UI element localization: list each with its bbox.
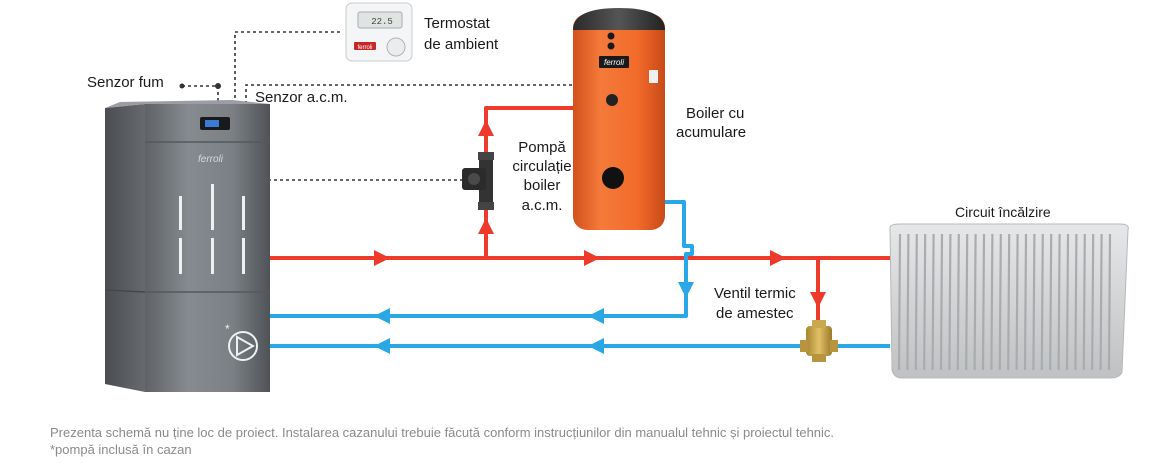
tank-body	[573, 14, 665, 230]
arrow-left-4	[588, 338, 604, 354]
arrow-left-2	[588, 308, 604, 324]
arrow-right-2	[584, 250, 600, 266]
tank-top-cap	[573, 8, 665, 30]
integrated-pump-icon	[228, 331, 258, 361]
radiator-fin	[1032, 233, 1036, 371]
arrow-up-1	[478, 218, 494, 234]
return-pipe-upper	[268, 200, 694, 318]
radiator-fin	[956, 233, 960, 371]
radiator	[889, 223, 1129, 379]
tank-logo: ferroli	[604, 58, 624, 67]
radiator-fin	[1107, 233, 1112, 371]
valve-label-line1: Ventil termic	[714, 285, 796, 302]
tank-logo-badge	[599, 56, 629, 68]
footnote-text: *pompă inclusă în cazan	[50, 442, 192, 457]
dhw-circulation-pump	[462, 152, 494, 210]
thermostat-signal-line	[234, 31, 343, 104]
boiler-label-line1: Boiler cu	[686, 105, 745, 122]
radiator-fin	[1082, 233, 1086, 371]
tank-thermometer	[606, 94, 618, 106]
radiator-fin	[1015, 233, 1019, 371]
radiator-fin	[1049, 233, 1053, 371]
arrow-up-2	[478, 120, 494, 136]
radiator-fin	[1065, 233, 1070, 371]
arrow-right-3	[770, 250, 786, 266]
thermostat-label-line2: de ambient	[424, 36, 499, 53]
radiator-fin	[897, 233, 902, 371]
dhw-sensor-label: Senzor a.c.m.	[255, 89, 348, 106]
radiator-fin	[939, 233, 944, 371]
radiator-fin	[965, 233, 969, 371]
thermostat-logo: ferroli	[357, 45, 372, 51]
pump-label-line3: boiler	[523, 177, 561, 194]
thermostat-display: 22.5	[371, 17, 393, 27]
radiator-fin	[973, 233, 977, 371]
disclaimer-text: Prezenta schemă nu ține loc de proiect. …	[50, 425, 835, 440]
radiator-fin	[1007, 233, 1011, 371]
radiator-fin	[948, 233, 952, 371]
thermostatic-mixing-valve	[800, 320, 838, 362]
dhw-storage-tank: ferroli	[573, 8, 665, 230]
boiler-vent-slots	[179, 184, 245, 274]
radiator-fin	[1099, 233, 1103, 371]
radiator-fins	[897, 233, 1112, 371]
tank-label-sticker	[649, 70, 658, 83]
pump-label-line1: Pompă	[518, 139, 566, 156]
thermostat-logo-badge	[354, 42, 376, 50]
radiator-fin	[1040, 233, 1044, 371]
dhw-sensor-signal-line	[245, 84, 573, 104]
radiator-fin	[1023, 233, 1028, 371]
radiator-fin	[914, 233, 918, 371]
boiler-display-screen	[205, 120, 219, 127]
radiator-fin	[1091, 233, 1095, 371]
radiator-fin	[1057, 233, 1061, 371]
pump-label-line2: circulație	[512, 158, 572, 175]
valve-label-line2: de amestec	[716, 305, 794, 322]
boiler-side-panel	[105, 104, 145, 392]
boiler-side-seam	[104, 289, 146, 293]
arrow-down-valve	[810, 292, 826, 308]
return-flow-arrows	[374, 282, 694, 354]
tank-heater-flange	[602, 167, 624, 189]
arrow-right-1	[374, 250, 390, 266]
radiator-fin	[981, 233, 986, 371]
boiler-label-line2: acumulare	[676, 124, 747, 141]
tank-connection-1	[607, 32, 615, 40]
flue-sensor-dot	[215, 83, 221, 89]
signal-lines	[182, 31, 573, 181]
radiator-fin	[1074, 233, 1078, 371]
flue-sensor-dot-left	[179, 83, 185, 89]
pump-label-line4: a.c.m.	[521, 197, 563, 214]
integrated-pump-asterisk: *	[225, 322, 230, 336]
radiator-fin	[990, 233, 994, 371]
heating-circuit-label: Circuit încălzire	[955, 204, 1051, 220]
flue-sensor-label: Senzor fum	[87, 74, 164, 91]
thermostat-label-line1: Termostat	[424, 15, 490, 32]
boiler-logo: ferroli	[198, 154, 224, 165]
arrow-left-1	[374, 308, 390, 324]
pellet-boiler: ferroli *	[104, 100, 270, 392]
hot-flow-arrows	[374, 120, 826, 308]
boiler-front-panel	[145, 104, 270, 392]
radiator-fin	[931, 233, 935, 371]
thermostat-dial	[386, 37, 406, 57]
room-thermostat: 22.5 ferroli	[345, 2, 413, 62]
boiler-top	[105, 100, 270, 108]
radiator-fin	[923, 233, 927, 371]
arrow-down-return	[678, 282, 694, 298]
radiator-fin	[998, 233, 1002, 371]
tank-connection-2	[607, 42, 615, 50]
arrow-left-3	[374, 338, 390, 354]
cold-pipes	[268, 200, 890, 348]
radiator-fin	[906, 233, 910, 371]
